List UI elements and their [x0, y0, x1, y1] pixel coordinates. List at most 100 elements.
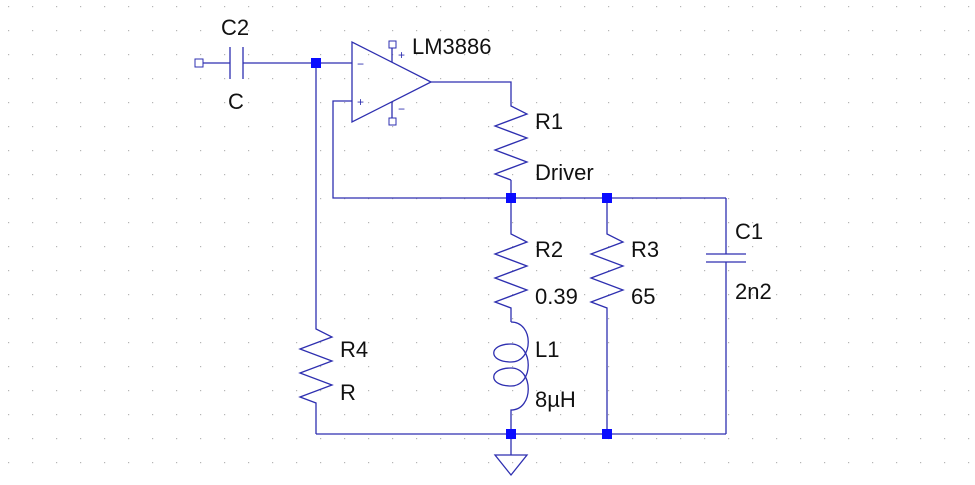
opamp-vminus-terminal-icon[interactable]: [388, 117, 397, 126]
grid-dot: [8, 222, 10, 224]
grid-dot: [344, 294, 346, 296]
grid-dot: [728, 222, 730, 224]
grid-dot: [656, 366, 658, 368]
grid-dot: [944, 150, 946, 152]
resistor-r1[interactable]: [493, 102, 529, 181]
l1-coils-icon: [493, 321, 529, 413]
junction-dot-bottom-l1: [506, 429, 516, 439]
resistor-r4[interactable]: [298, 325, 334, 405]
grid-dot: [464, 150, 466, 152]
grid-dot: [536, 414, 538, 416]
grid-dot: [344, 126, 346, 128]
capacitor-c2[interactable]: [229, 47, 244, 79]
grid-dot: [968, 414, 970, 416]
grid-dot: [776, 294, 778, 296]
grid-dot: [656, 54, 658, 56]
grid-dot: [56, 270, 58, 272]
inductor-l1[interactable]: [493, 321, 529, 413]
grid-dot: [56, 174, 58, 176]
grid-dot: [32, 6, 34, 8]
grid-dot: [392, 438, 394, 440]
grid-dot: [272, 270, 274, 272]
grid-dot: [272, 54, 274, 56]
grid-dot: [152, 246, 154, 248]
grid-dot: [944, 246, 946, 248]
grid-dot: [656, 126, 658, 128]
resistor-r2[interactable]: [493, 230, 529, 322]
input-terminal-icon[interactable]: [194, 58, 204, 68]
grid-dot: [296, 78, 298, 80]
opamp-lm3886[interactable]: [351, 40, 433, 126]
grid-dot: [728, 150, 730, 152]
grid-dot: [608, 174, 610, 176]
grid-dot: [512, 126, 514, 128]
grid-dot: [152, 6, 154, 8]
grid-dot: [944, 342, 946, 344]
grid-dot: [560, 294, 562, 296]
grid-dot: [32, 102, 34, 104]
grid-dot: [176, 414, 178, 416]
grid-dot: [824, 294, 826, 296]
grid-dot: [224, 126, 226, 128]
grid-dot: [800, 222, 802, 224]
grid-dot: [512, 318, 514, 320]
grid-dot: [728, 438, 730, 440]
grid-dot: [680, 246, 682, 248]
grid-dot: [488, 150, 490, 152]
grid-dot: [776, 6, 778, 8]
resistor-r3[interactable]: [589, 230, 625, 310]
grid-dot: [488, 246, 490, 248]
grid-dot: [152, 414, 154, 416]
grid-dot: [56, 54, 58, 56]
grid-dot: [848, 30, 850, 32]
grid-dot: [176, 222, 178, 224]
grid-dot: [752, 30, 754, 32]
grid-dot: [776, 30, 778, 32]
grid-dot: [128, 54, 130, 56]
grid-dot: [752, 318, 754, 320]
wire-opamp-plus-feedback[interactable]: [332, 100, 511, 199]
grid-dot: [392, 342, 394, 344]
grid-dot: [944, 462, 946, 464]
grid-dot: [200, 438, 202, 440]
grid-dot: [704, 294, 706, 296]
grid-dot: [320, 126, 322, 128]
grid-dot: [632, 174, 634, 176]
grid-dot: [656, 270, 658, 272]
r1-name-label: R1: [535, 109, 563, 134]
opamp-vplus-terminal-icon[interactable]: [388, 40, 397, 49]
grid-dot: [560, 270, 562, 272]
grid-dot: [8, 462, 10, 464]
grid-dot: [584, 294, 586, 296]
grid-dot: [80, 246, 82, 248]
grid-dot: [848, 390, 850, 392]
grid-dot: [536, 150, 538, 152]
grid-dot: [944, 126, 946, 128]
grid-dot: [728, 126, 730, 128]
grid-dot: [416, 462, 418, 464]
grid-dot: [272, 30, 274, 32]
grid-dot: [680, 78, 682, 80]
grid-dot: [632, 78, 634, 80]
grid-dot: [680, 342, 682, 344]
grid-dot: [152, 270, 154, 272]
grid-dot: [776, 438, 778, 440]
grid-dot: [680, 150, 682, 152]
grid-dot: [32, 246, 34, 248]
grid-dot: [824, 54, 826, 56]
grid-dot: [896, 438, 898, 440]
capacitor-c1[interactable]: [706, 253, 746, 263]
grid-dot: [104, 294, 106, 296]
wire-opamp-out-to-r1[interactable]: [431, 81, 512, 102]
grid-dot: [176, 30, 178, 32]
grid-dot: [536, 246, 538, 248]
grid-dot: [176, 294, 178, 296]
grid-dot: [584, 174, 586, 176]
grid-dot: [776, 270, 778, 272]
grid-dot: [200, 150, 202, 152]
grid-dot: [32, 198, 34, 200]
grid-dot: [968, 318, 970, 320]
grid-dot: [680, 270, 682, 272]
grid-dot: [944, 294, 946, 296]
grid-dot: [632, 294, 634, 296]
